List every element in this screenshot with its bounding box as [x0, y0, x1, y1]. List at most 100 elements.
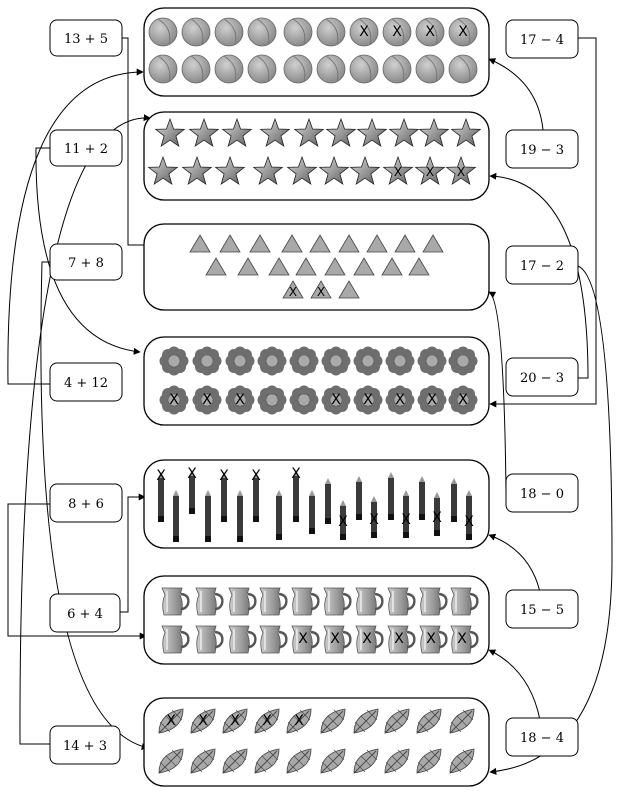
leaf-icon	[416, 708, 442, 734]
flower-icon	[353, 346, 383, 376]
jug-icon	[259, 587, 288, 616]
expr-right-5[interactable]: 18 − 0	[505, 473, 579, 513]
pencil-icon	[237, 490, 243, 542]
arrow-17-minus-4	[489, 37, 597, 408]
jug-icon	[228, 625, 257, 654]
star-icon	[252, 155, 284, 186]
flower-icon: X	[159, 385, 189, 415]
ball-icon	[247, 17, 277, 47]
flower-icon: X	[448, 385, 478, 415]
expr-left-6-label: 6 + 4	[67, 607, 103, 622]
expr-right-3-label: 17 − 2	[520, 259, 564, 274]
triangle-icon: X	[282, 280, 304, 299]
expr-right-7[interactable]: 18 − 4	[505, 717, 579, 757]
star-icon: X	[445, 155, 477, 186]
expr-right-7-label: 18 − 4	[520, 731, 564, 746]
arrow-13-plus-5	[122, 37, 151, 249]
jug-icon	[195, 625, 224, 654]
ball-icon	[181, 54, 211, 84]
cross-mark: X	[457, 631, 467, 647]
pencil-icon: X	[338, 500, 348, 540]
expr-left-6[interactable]: 6 + 4	[49, 593, 121, 633]
flower-icon	[448, 346, 478, 376]
jug-icon	[259, 625, 288, 654]
arrow-17-minus-2	[489, 265, 613, 775]
leaf-icon	[353, 748, 379, 774]
flower-icon	[192, 346, 222, 376]
pencil-icon: X	[432, 492, 442, 536]
triangle-icon	[366, 234, 388, 253]
leaf-icon	[416, 748, 442, 774]
cross-mark: X	[401, 512, 411, 528]
ball-icon	[283, 17, 313, 47]
pencil-icon: X	[464, 490, 474, 540]
expr-left-2[interactable]: 11 + 2	[49, 129, 123, 167]
pencil-icon	[276, 490, 282, 540]
triangle-icon	[338, 234, 360, 253]
pencil-icon: X	[187, 466, 197, 514]
ball-icon	[148, 54, 178, 84]
star-icon	[214, 155, 246, 186]
expr-left-5[interactable]: 8 + 6	[49, 483, 123, 523]
triangle-icon	[309, 234, 331, 253]
expr-right-3[interactable]: 17 − 2	[505, 245, 579, 285]
leaf-icon	[222, 748, 248, 774]
star-icon	[154, 117, 186, 148]
leaf-icon	[320, 708, 346, 734]
jug-icon: X	[323, 625, 352, 654]
cross-mark: X	[427, 392, 437, 408]
pencil-icon: X	[291, 466, 301, 522]
jug-icon	[419, 587, 448, 616]
expr-left-3-label: 7 + 8	[68, 256, 104, 271]
leaf-icon	[384, 708, 410, 734]
cross-mark: X	[156, 468, 166, 484]
jug-icon: X	[355, 625, 384, 654]
cross-mark: X	[362, 631, 372, 647]
expr-left-1-label: 13 + 5	[64, 32, 108, 47]
triangle-icon	[189, 234, 211, 253]
star-icon	[147, 155, 179, 186]
star-icon	[325, 117, 357, 148]
pencil-icon	[205, 490, 211, 542]
jug-icon: X	[291, 625, 320, 654]
cross-mark: X	[187, 466, 197, 482]
expr-left-7[interactable]: 14 + 3	[49, 725, 121, 765]
leaf-icon	[286, 748, 312, 774]
right-expressions: 17 − 4 19 − 3 17 − 2 20 − 3 18 − 0 15 − …	[505, 19, 579, 757]
leaf-icon: X	[190, 708, 216, 734]
triangle-icon	[281, 234, 303, 253]
jug-icon: X	[419, 625, 448, 654]
jug-icon	[291, 587, 320, 616]
expr-left-1[interactable]: 13 + 5	[49, 19, 123, 57]
jug-icon	[355, 587, 384, 616]
cross-mark: X	[395, 392, 405, 408]
expr-left-4[interactable]: 4 + 12	[49, 362, 123, 402]
cross-mark: X	[298, 631, 308, 647]
flower-icon: X	[321, 385, 351, 415]
jug-icon	[161, 587, 190, 616]
flower-icon	[417, 346, 447, 376]
arrow-14-plus-3	[19, 114, 151, 745]
jug-icon	[161, 625, 190, 654]
cross-mark: X	[289, 285, 297, 299]
expr-right-4-label: 20 − 3	[520, 371, 564, 386]
star-icon: X	[382, 155, 414, 186]
cross-mark: X	[394, 631, 404, 647]
expr-right-1[interactable]: 17 − 4	[505, 19, 579, 59]
cross-mark: X	[331, 392, 341, 408]
expr-right-2[interactable]: 19 − 3	[505, 129, 579, 169]
triangle-icon	[219, 234, 241, 253]
cross-mark: X	[235, 392, 245, 408]
arrow-11-plus-2	[35, 147, 141, 355]
ball-icon: X	[349, 17, 379, 47]
expr-left-4-label: 4 + 12	[64, 376, 108, 391]
jug-icon: X	[387, 625, 416, 654]
expr-right-4[interactable]: 20 − 3	[505, 357, 579, 397]
leaf-icon	[449, 708, 475, 734]
expr-left-3[interactable]: 7 + 8	[49, 243, 123, 281]
cross-mark: X	[291, 466, 301, 482]
expr-right-6[interactable]: 15 − 5	[505, 589, 579, 629]
pencil-icon	[451, 478, 457, 522]
cross-mark: X	[202, 392, 212, 408]
star-icon	[188, 117, 220, 148]
